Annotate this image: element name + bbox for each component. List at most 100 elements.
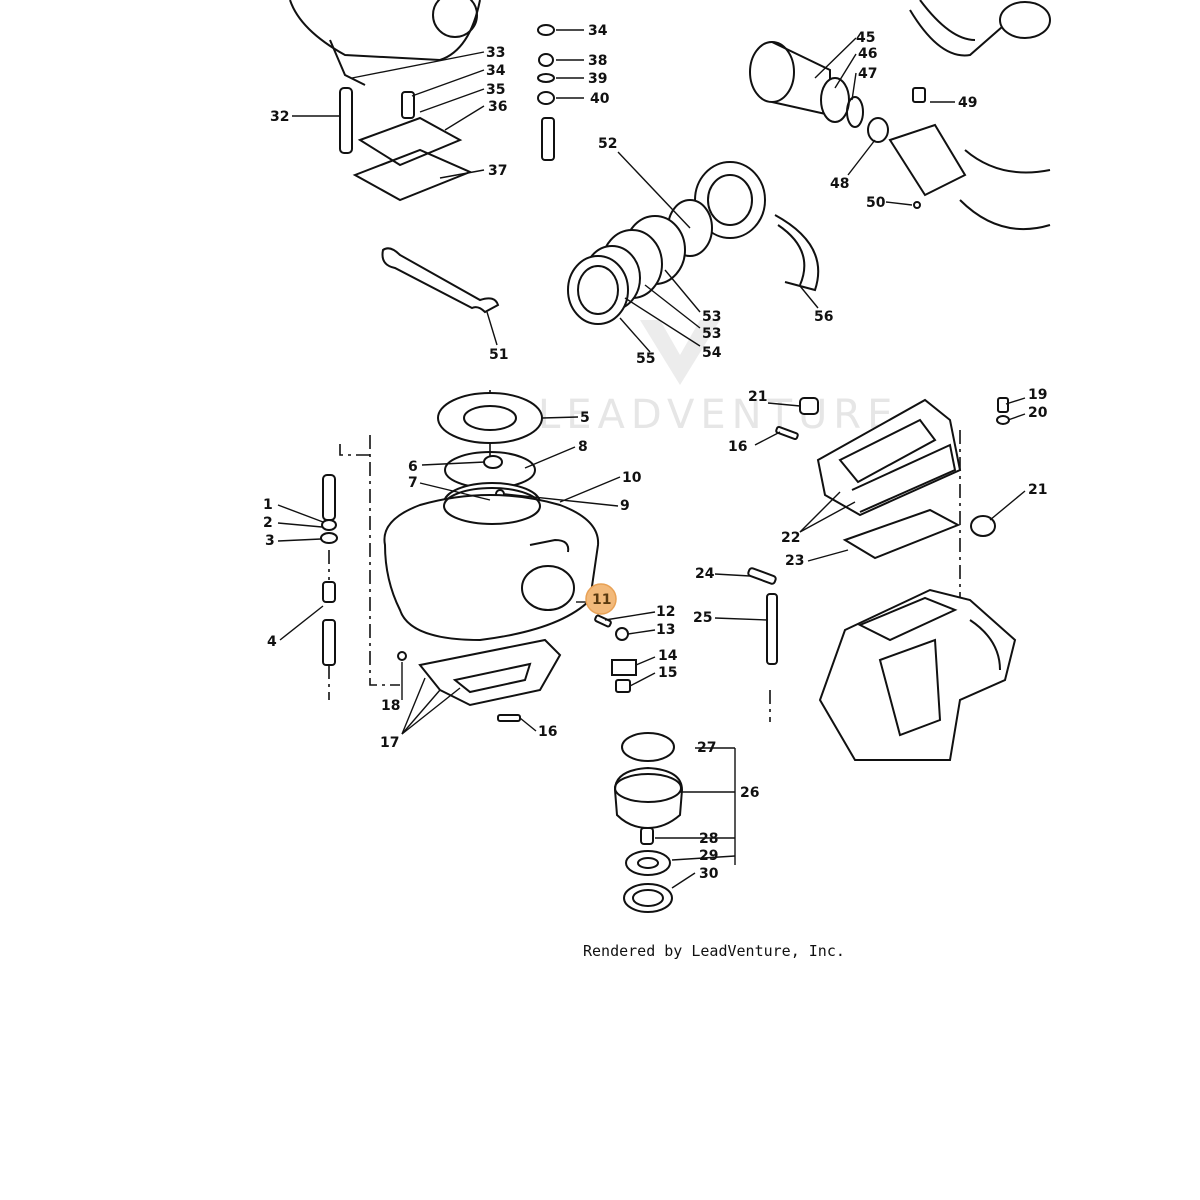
- callout-21-right: 21: [1028, 482, 1047, 498]
- callout-54: 54: [702, 345, 722, 361]
- callout-22: 22: [781, 530, 800, 546]
- washer-13: [615, 627, 629, 641]
- callout-28: 28: [699, 831, 718, 847]
- callout-26: 26: [740, 785, 759, 801]
- screw-49: [912, 87, 926, 103]
- callout-16-lower: 16: [538, 724, 557, 740]
- callout-lines-right: [714, 397, 1026, 621]
- vent-28: [640, 827, 654, 845]
- cushion-21-top: [799, 397, 819, 415]
- callout-18: 18: [381, 698, 400, 714]
- filter-stack-assembly: [381, 161, 820, 325]
- callout-20: 20: [1028, 405, 1048, 421]
- watermark-logo: [640, 320, 720, 385]
- pin-40-stem: [541, 117, 555, 161]
- plug-38: [538, 53, 554, 67]
- fan-housing: [818, 588, 1017, 761]
- plate-23: [842, 508, 961, 560]
- window-11: [521, 565, 575, 611]
- upper-tank-assembly: [289, 0, 555, 202]
- callout-32: 32: [270, 109, 289, 125]
- cushion-21-right: [970, 515, 996, 537]
- gasket-36: [357, 116, 463, 167]
- hose-connector-assembly: [749, 0, 1051, 231]
- callout-35: 35: [486, 82, 505, 98]
- cap-assembly: [613, 732, 736, 913]
- watermark: LEADVENTURE: [538, 320, 898, 438]
- watermark-text: LEADVENTURE: [538, 392, 898, 438]
- callout-11: 11: [592, 592, 611, 608]
- callout-21-top: 21: [748, 389, 767, 405]
- callout-30: 30: [699, 866, 719, 882]
- washer-34: [537, 24, 555, 36]
- callout-55: 55: [636, 351, 655, 367]
- callout-46: 46: [858, 46, 877, 62]
- callout-49: 49: [958, 95, 977, 111]
- spring-48: [867, 117, 889, 143]
- bracket-14: [611, 659, 637, 676]
- screw-16-right: [775, 425, 799, 441]
- callout-17: 17: [380, 735, 399, 751]
- callout-6: 6: [408, 459, 418, 475]
- hose-tube: [964, 149, 1051, 174]
- callout-27: 27: [697, 740, 716, 756]
- callout-4: 4: [267, 634, 277, 650]
- callout-13: 13: [656, 622, 675, 638]
- callout-34-right: 34: [588, 23, 608, 39]
- fan-housing-assembly: [747, 397, 1017, 761]
- upper-tank-edge: [329, 39, 366, 86]
- callout-10: 10: [622, 470, 642, 486]
- callout-24: 24: [695, 566, 715, 582]
- corrugated-hose: [909, 9, 1011, 57]
- callout-12: 12: [656, 604, 675, 620]
- washer-20: [996, 415, 1010, 425]
- callout-48: 48: [830, 176, 849, 192]
- callout-34-left: 34: [486, 63, 506, 79]
- upper-tank-port: [432, 0, 478, 38]
- ring-47: [846, 96, 864, 128]
- highlight-marker[interactable]: [585, 583, 617, 615]
- callout-47: 47: [858, 66, 877, 82]
- callout-40: 40: [590, 91, 610, 107]
- callout-11-highlight[interactable]: 11: [576, 583, 617, 615]
- callout-14: 14: [658, 648, 678, 664]
- callout-lines-top-left: [292, 29, 584, 179]
- callout-38: 38: [588, 53, 607, 69]
- upper-tank-body: [289, 0, 481, 62]
- callout-23: 23: [785, 553, 804, 569]
- callout-16-right: 16: [728, 439, 747, 455]
- callout-5: 5: [580, 410, 590, 426]
- washer-3: [320, 532, 338, 544]
- pin-12: [594, 614, 612, 628]
- screw-15: [615, 679, 631, 693]
- callout-9: 9: [620, 498, 630, 514]
- pin-1: [322, 474, 336, 521]
- washer-29: [625, 850, 671, 876]
- plug-4: [322, 581, 336, 603]
- nut-18: [397, 651, 407, 661]
- callout-7: 7: [408, 475, 418, 491]
- callout-33: 33: [486, 45, 505, 61]
- callout-52: 52: [598, 136, 617, 152]
- screw-24: [747, 567, 777, 585]
- callout-39: 39: [588, 71, 607, 87]
- callout-lines-main-tank: [277, 416, 656, 735]
- callout-3: 3: [265, 533, 275, 549]
- callout-53-lower: 53: [702, 326, 721, 342]
- callout-50: 50: [866, 195, 886, 211]
- nut-40: [537, 91, 555, 105]
- main-tank-assembly: [320, 390, 637, 722]
- washer-2: [321, 519, 337, 531]
- callout-45: 45: [856, 30, 875, 46]
- rendered-by-credit: Rendered by LeadVenture, Inc.: [583, 942, 845, 960]
- pin-4-stem: [322, 619, 336, 666]
- valve-body: [888, 123, 967, 197]
- callout-8: 8: [578, 439, 588, 455]
- elbow-fitting: [999, 1, 1051, 39]
- callout-lines-middle: [486, 151, 819, 353]
- screw-16: [497, 714, 521, 722]
- cap-26: [613, 766, 684, 830]
- fitting-34: [401, 91, 415, 119]
- nut-6: [483, 455, 503, 469]
